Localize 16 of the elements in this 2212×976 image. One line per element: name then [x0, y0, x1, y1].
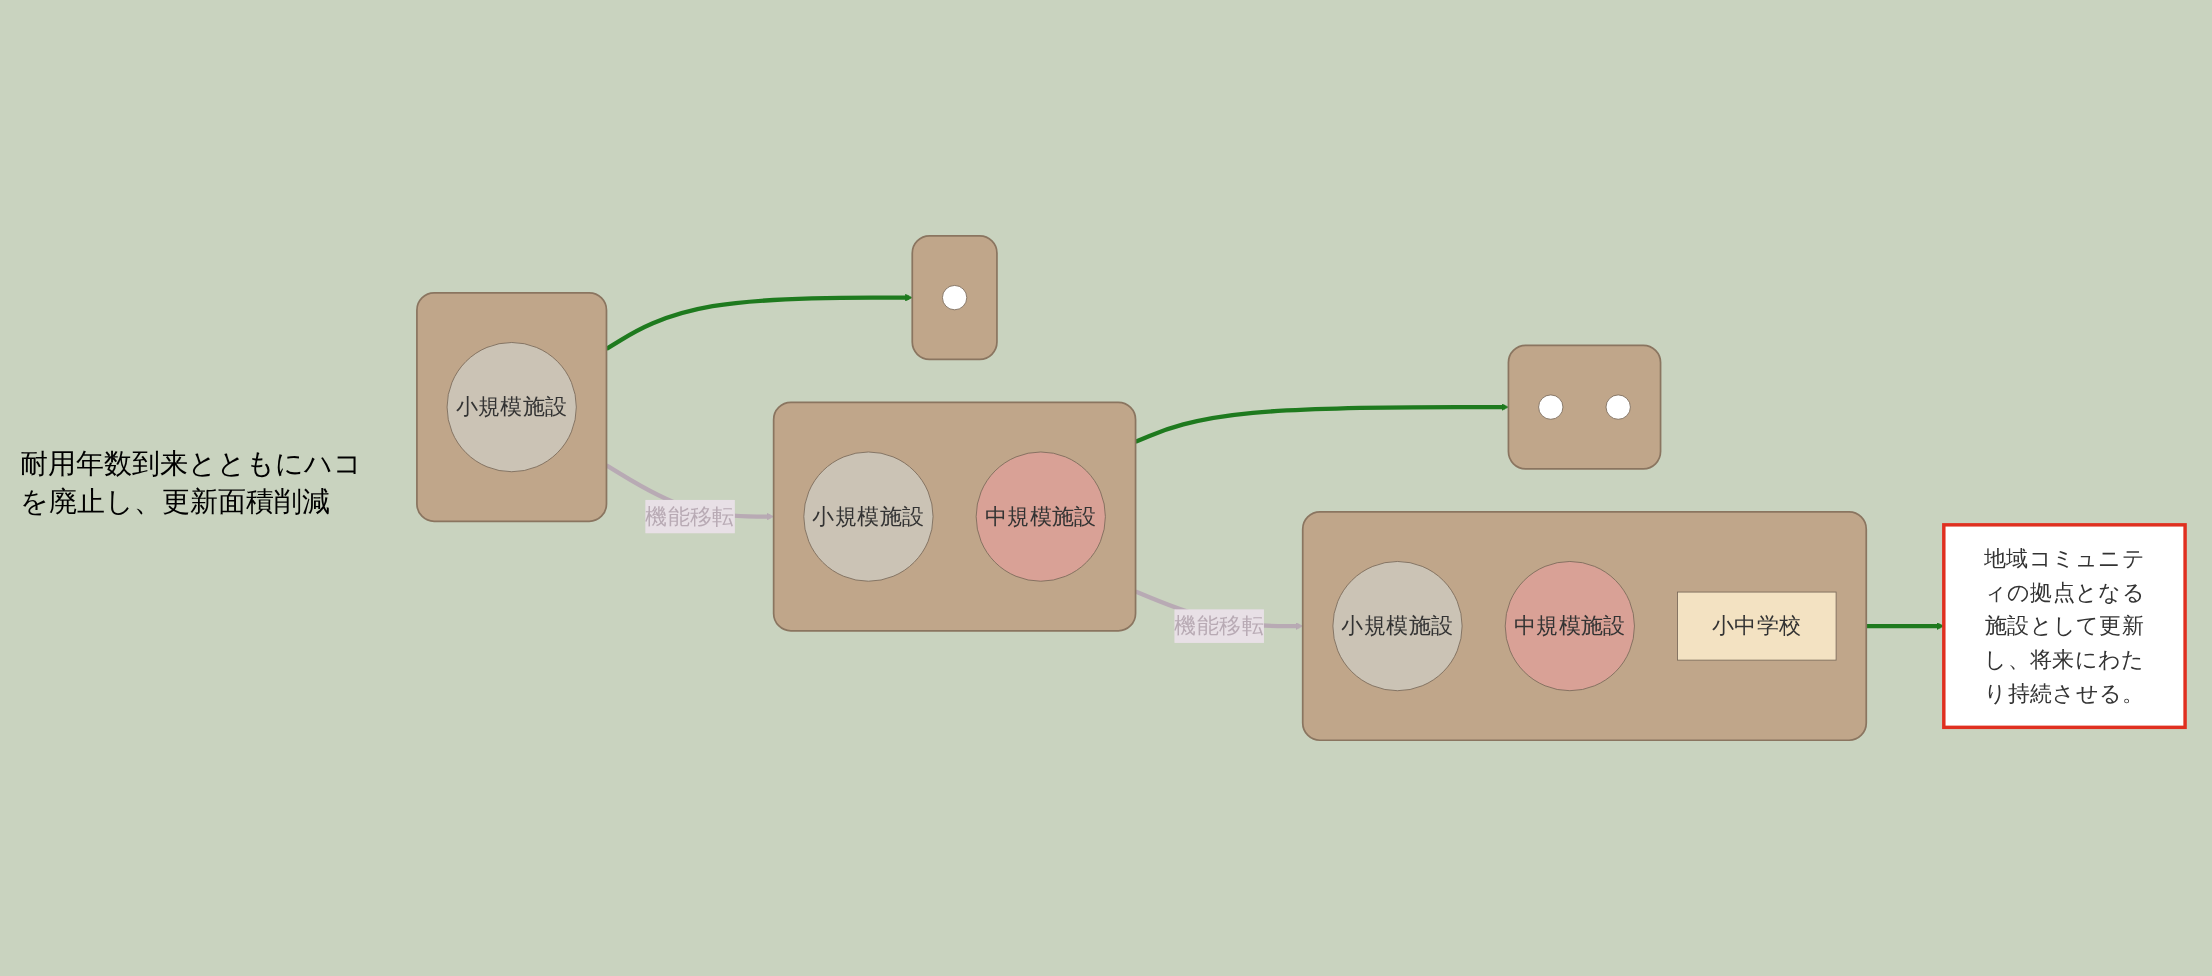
- node-circle: [1538, 394, 1564, 420]
- cluster: [911, 234, 998, 361]
- node-circle: 小規模施設: [446, 341, 577, 473]
- node-box: 地域コミュニティの拠点となる施設として更新し、将来にわたり持続させる。: [1942, 523, 2187, 729]
- node-circle: 小規模施設: [803, 451, 934, 582]
- cluster: [1507, 344, 1662, 470]
- node-circle: 中規模施設: [975, 451, 1106, 582]
- node-circle: 中規模施設: [1504, 560, 1635, 692]
- node-box: 小中学校: [1677, 591, 1837, 661]
- note-text: 耐用年数到来とともにハコを廃止し、更新面積削減: [20, 446, 363, 520]
- cluster: [772, 401, 1137, 632]
- node-circle: [942, 284, 968, 311]
- cluster: [416, 292, 608, 523]
- node-circle: [1605, 394, 1631, 420]
- cluster: [1301, 510, 1868, 742]
- node-circle: 小規模施設: [1332, 560, 1463, 692]
